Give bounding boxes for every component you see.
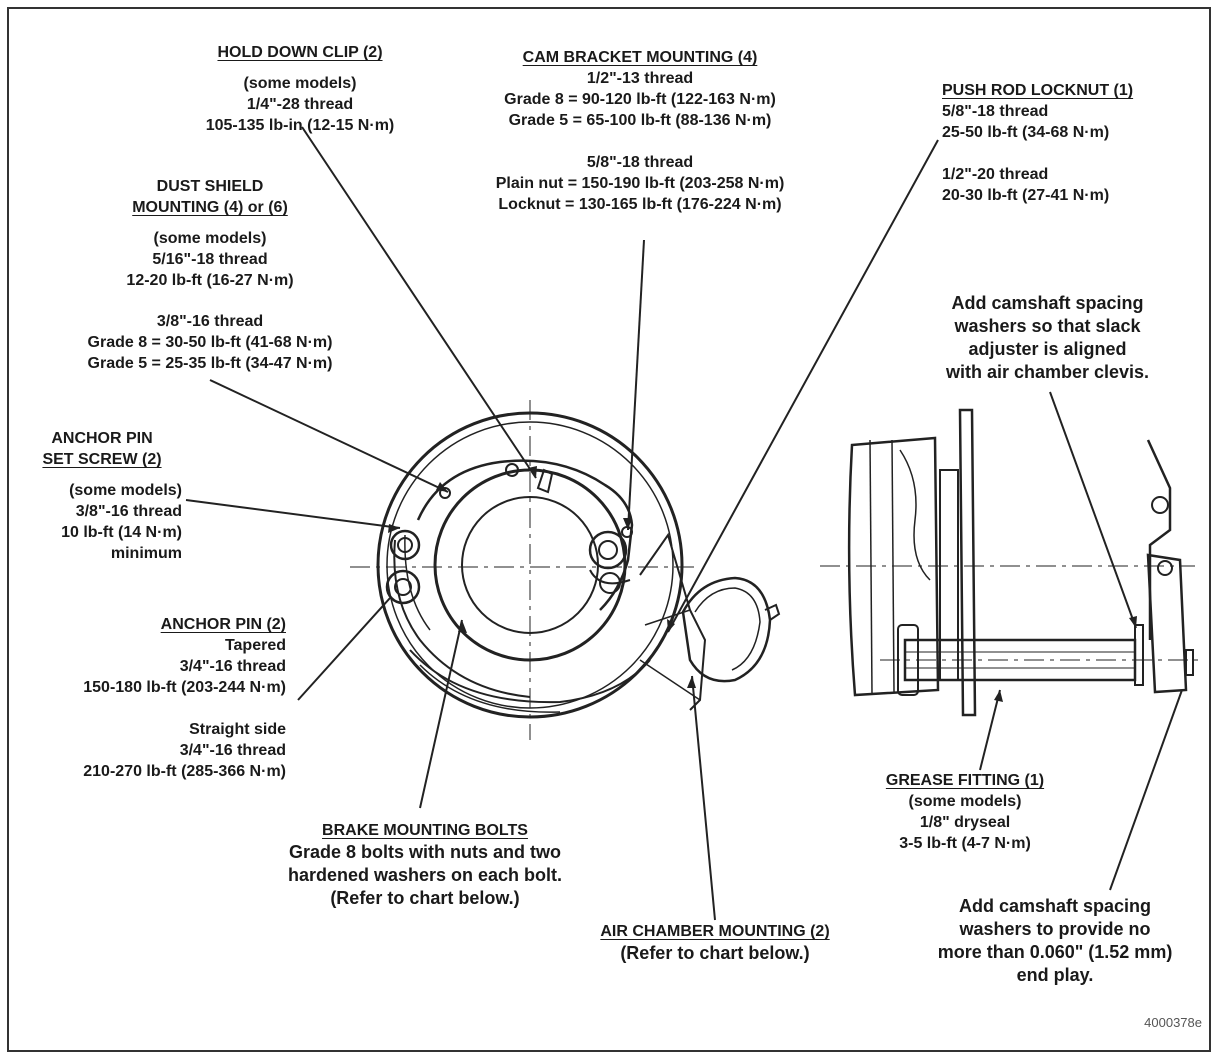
- brake-assembly-side-view: [820, 408, 1200, 717]
- callout-air-chamber-mounting: AIR CHAMBER MOUNTING (2) (Refer to chart…: [565, 921, 865, 965]
- anchor-pin-set-screw-title-line1: ANCHOR PIN: [51, 430, 153, 447]
- callout-line: 25-50 lb-ft (34-68 N·m): [942, 124, 1110, 141]
- push-rod-locknut-title: PUSH ROD LOCKNUT (1): [942, 82, 1134, 99]
- callout-line: 5/16"-18 thread: [152, 251, 268, 268]
- callout-line: Grade 5 = 25-35 lb-ft (34-47 N·m): [87, 355, 333, 372]
- callout-line: 3-5 lb-ft (4-7 N·m): [899, 835, 1031, 852]
- callout-line: Add camshaft spacing: [951, 293, 1144, 313]
- callout-line: 150-180 lb-ft (203-244 N·m): [83, 679, 286, 696]
- callout-line: 3/4"-16 thread: [179, 742, 286, 759]
- callout-line: 210-270 lb-ft (285-366 N·m): [83, 763, 286, 780]
- callout-line: washers so that slack: [954, 316, 1141, 336]
- callout-line: 1/4"-28 thread: [246, 96, 354, 113]
- callout-line: Grade 5 = 65-100 lb-ft (88-136 N·m): [508, 112, 772, 129]
- callout-line: (Refer to chart below.): [620, 943, 810, 963]
- anchor-pin-title: ANCHOR PIN (2): [160, 616, 286, 633]
- callout-line: 3/8"-16 thread: [75, 503, 182, 520]
- leader-lines: [185, 126, 1183, 921]
- callout-line: 20-30 lb-ft (27-41 N·m): [942, 187, 1110, 204]
- callout-line: more than 0.060" (1.52 mm): [937, 942, 1173, 962]
- callout-push-rod-locknut: PUSH ROD LOCKNUT (1) 5/8"-18 thread 25-5…: [942, 80, 1182, 206]
- callout-dust-shield-mounting: DUST SHIELD MOUNTING (4) or (6) (some mo…: [95, 176, 325, 291]
- callout-line: Grade 8 = 30-50 lb-ft (41-68 N·m): [87, 334, 333, 351]
- callout-cam-bracket-mounting: CAM BRACKET MOUNTING (4) 1/2"-13 thread …: [455, 47, 825, 215]
- air-chamber-title: AIR CHAMBER MOUNTING (2): [600, 923, 830, 940]
- anchor-pin-set-screw-title-line2: SET SCREW (2): [42, 451, 162, 468]
- callout-line: 10 lb-ft (14 N·m): [61, 524, 182, 541]
- callout-line: 5/8"-18 thread: [586, 154, 694, 171]
- callout-line: Straight side: [189, 721, 286, 738]
- callout-line: Tapered: [224, 637, 286, 654]
- callout-line: 1/2"-13 thread: [586, 70, 694, 87]
- callout-line: Grade 8 = 90-120 lb-ft (122-163 N·m): [504, 91, 776, 108]
- callout-line: (some models): [69, 482, 182, 499]
- diagram-frame: [7, 7, 1211, 1052]
- callout-line: (some models): [908, 793, 1022, 810]
- dust-shield-title-line2: MOUNTING (4) or (6): [132, 199, 288, 216]
- brake-mounting-bolts-title: BRAKE MOUNTING BOLTS: [322, 822, 528, 839]
- callout-camshaft-spacing-endplay: Add camshaft spacing washers to provide …: [905, 895, 1205, 987]
- callout-line: (Refer to chart below.): [330, 888, 520, 908]
- callout-line: 12-20 lb-ft (16-27 N·m): [126, 272, 294, 289]
- callout-line: 3/8"-16 thread: [156, 313, 264, 330]
- callout-line: end play.: [1016, 965, 1094, 985]
- callout-line: Locknut = 130-165 lb-ft (176-224 N·m): [498, 196, 782, 213]
- callout-line: (some models): [243, 75, 357, 92]
- callout-line: hardened washers on each bolt.: [287, 865, 563, 885]
- callout-line: washers to provide no: [959, 919, 1151, 939]
- callout-line: (some models): [153, 230, 267, 247]
- callout-line: 1/2"-20 thread: [942, 166, 1049, 183]
- callout-line: with air chamber clevis.: [945, 362, 1150, 382]
- callout-line: 1/8" dryseal: [919, 814, 1011, 831]
- callout-line: adjuster is aligned: [968, 339, 1127, 359]
- callout-line: Grade 8 bolts with nuts and two: [288, 842, 561, 862]
- callout-anchor-pin-set-screw: ANCHOR PIN SET SCREW (2) (some models) 3…: [22, 428, 182, 564]
- callout-camshaft-spacing-alignment: Add camshaft spacing washers so that sla…: [905, 292, 1190, 384]
- cam-bracket-title: CAM BRACKET MOUNTING (4): [522, 49, 758, 66]
- callout-dust-shield-grades: 3/8"-16 thread Grade 8 = 30-50 lb-ft (41…: [45, 311, 375, 374]
- callout-anchor-pin: ANCHOR PIN (2) Tapered 3/4"-16 thread 15…: [30, 614, 286, 782]
- callout-brake-mounting-bolts: BRAKE MOUNTING BOLTS Grade 8 bolts with …: [240, 820, 610, 910]
- grease-fitting-title: GREASE FITTING (1): [885, 772, 1045, 789]
- callout-line: 3/4"-16 thread: [179, 658, 286, 675]
- document-id: 4000378e: [1144, 1015, 1202, 1030]
- hold-down-clip-title: HOLD DOWN CLIP (2): [217, 44, 383, 61]
- callout-line: Plain nut = 150-190 lb-ft (203-258 N·m): [495, 175, 785, 192]
- callout-line: 5/8"-18 thread: [942, 103, 1049, 120]
- callout-hold-down-clip: HOLD DOWN CLIP (2) (some models) 1/4"-28…: [180, 42, 420, 136]
- dust-shield-title-line1: DUST SHIELD: [156, 178, 264, 195]
- callout-line: minimum: [110, 545, 182, 562]
- callout-grease-fitting: GREASE FITTING (1) (some models) 1/8" dr…: [855, 770, 1075, 854]
- callout-line: 105-135 lb-in (12-15 N·m): [205, 117, 395, 134]
- arrowheads: [388, 466, 1137, 702]
- brake-assembly-front-view: [350, 400, 781, 740]
- callout-line: Add camshaft spacing: [958, 896, 1152, 916]
